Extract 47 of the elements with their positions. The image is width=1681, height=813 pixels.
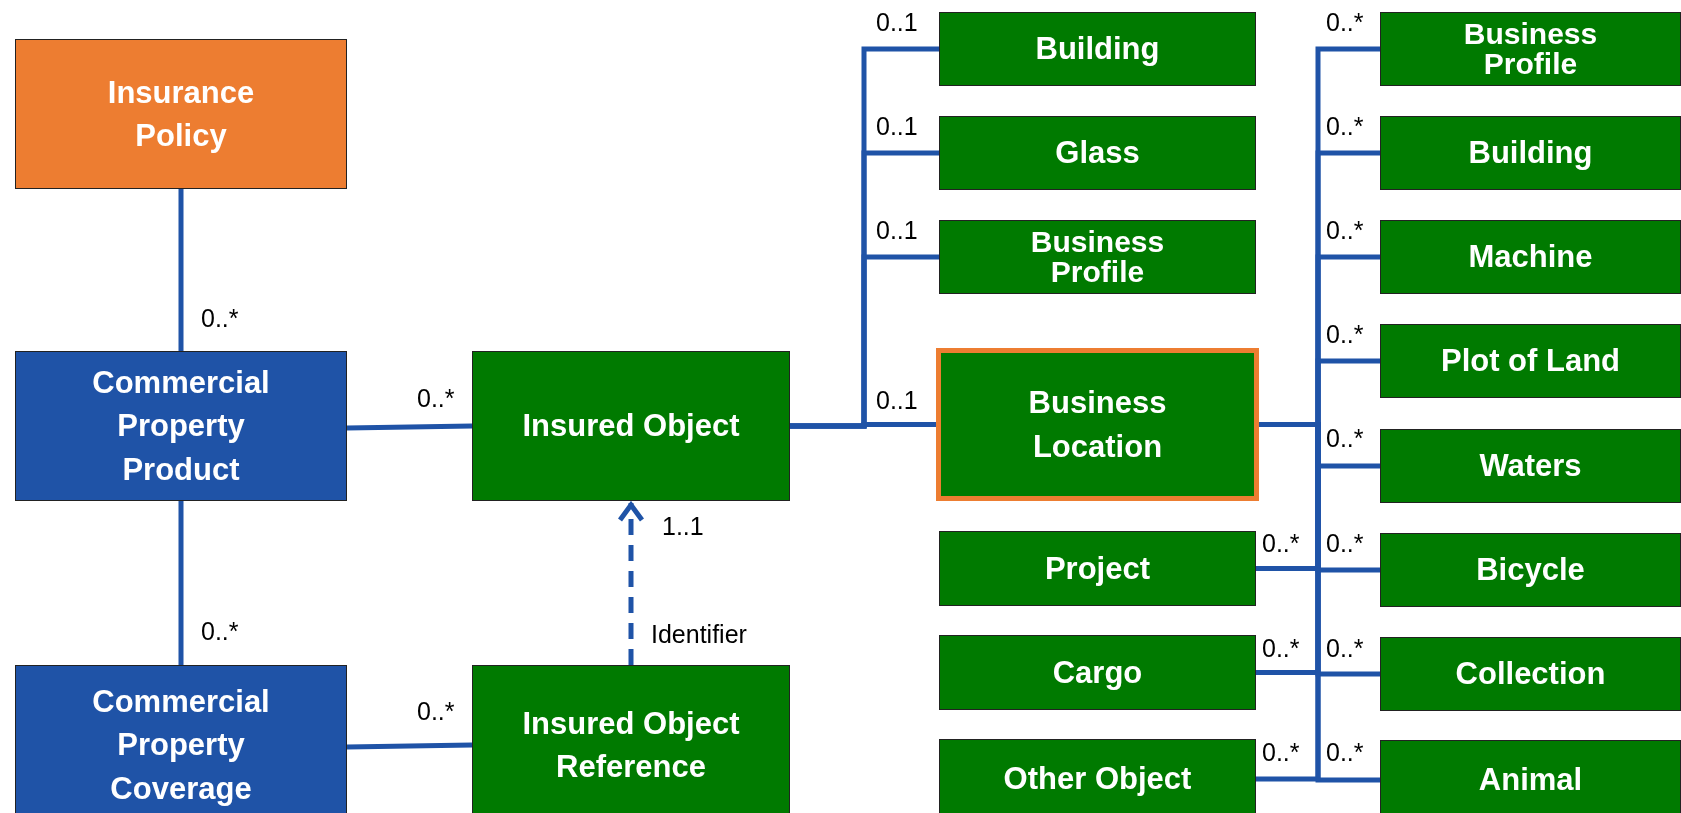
class-name: Cargo [1052, 653, 1143, 692]
class-box [1380, 740, 1681, 813]
class-box [1380, 637, 1681, 711]
class-box [1380, 429, 1681, 503]
class-name: Commercial Property Coverage [91, 682, 271, 808]
class-name: Insurance Policy [106, 73, 256, 155]
class-name: Project [1044, 549, 1151, 588]
class-box [939, 531, 1256, 606]
class-box [939, 635, 1256, 710]
class-name: Insured Object [522, 407, 740, 446]
class-box [939, 116, 1256, 190]
connector-line [790, 422, 936, 429]
class-box [1380, 533, 1681, 607]
class-name: Business Profile [1462, 19, 1599, 79]
connector-line [346, 742, 473, 750]
class-name: Insured Object Reference [521, 704, 741, 786]
class-name: Business Location [1027, 384, 1168, 466]
dashed-arrow [617, 502, 645, 665]
highlighted-class-box [936, 348, 1259, 501]
class-box [939, 220, 1256, 294]
class-name: Plot of Land [1440, 342, 1621, 381]
class-box [939, 739, 1256, 813]
class-box [15, 351, 347, 501]
multiplicity-label: 1..1 [662, 514, 704, 539]
connector-line [178, 501, 184, 665]
class-name: Collection [1455, 655, 1606, 694]
class-box [1380, 324, 1681, 398]
class-box [1380, 220, 1681, 294]
class-box [472, 351, 790, 501]
class-name: Animal [1478, 761, 1583, 800]
class-name: Waters [1479, 447, 1582, 486]
class-box [472, 665, 790, 813]
connector-line [178, 189, 184, 351]
connector-line [346, 423, 473, 431]
class-name: Glass [1055, 134, 1140, 173]
class-name: Business Profile [1029, 227, 1166, 287]
class-name: Other Object [1003, 760, 1192, 799]
class-name: Commercial Property Product [91, 363, 271, 489]
class-box [15, 39, 347, 189]
class-box [1380, 12, 1681, 86]
class-box [1380, 116, 1681, 190]
class-box [15, 665, 347, 813]
class-name: Machine [1468, 238, 1593, 277]
class-name: Building [1035, 30, 1160, 69]
class-name: Building [1468, 134, 1593, 173]
class-name: Bicycle [1476, 551, 1585, 590]
class-box [939, 12, 1256, 86]
